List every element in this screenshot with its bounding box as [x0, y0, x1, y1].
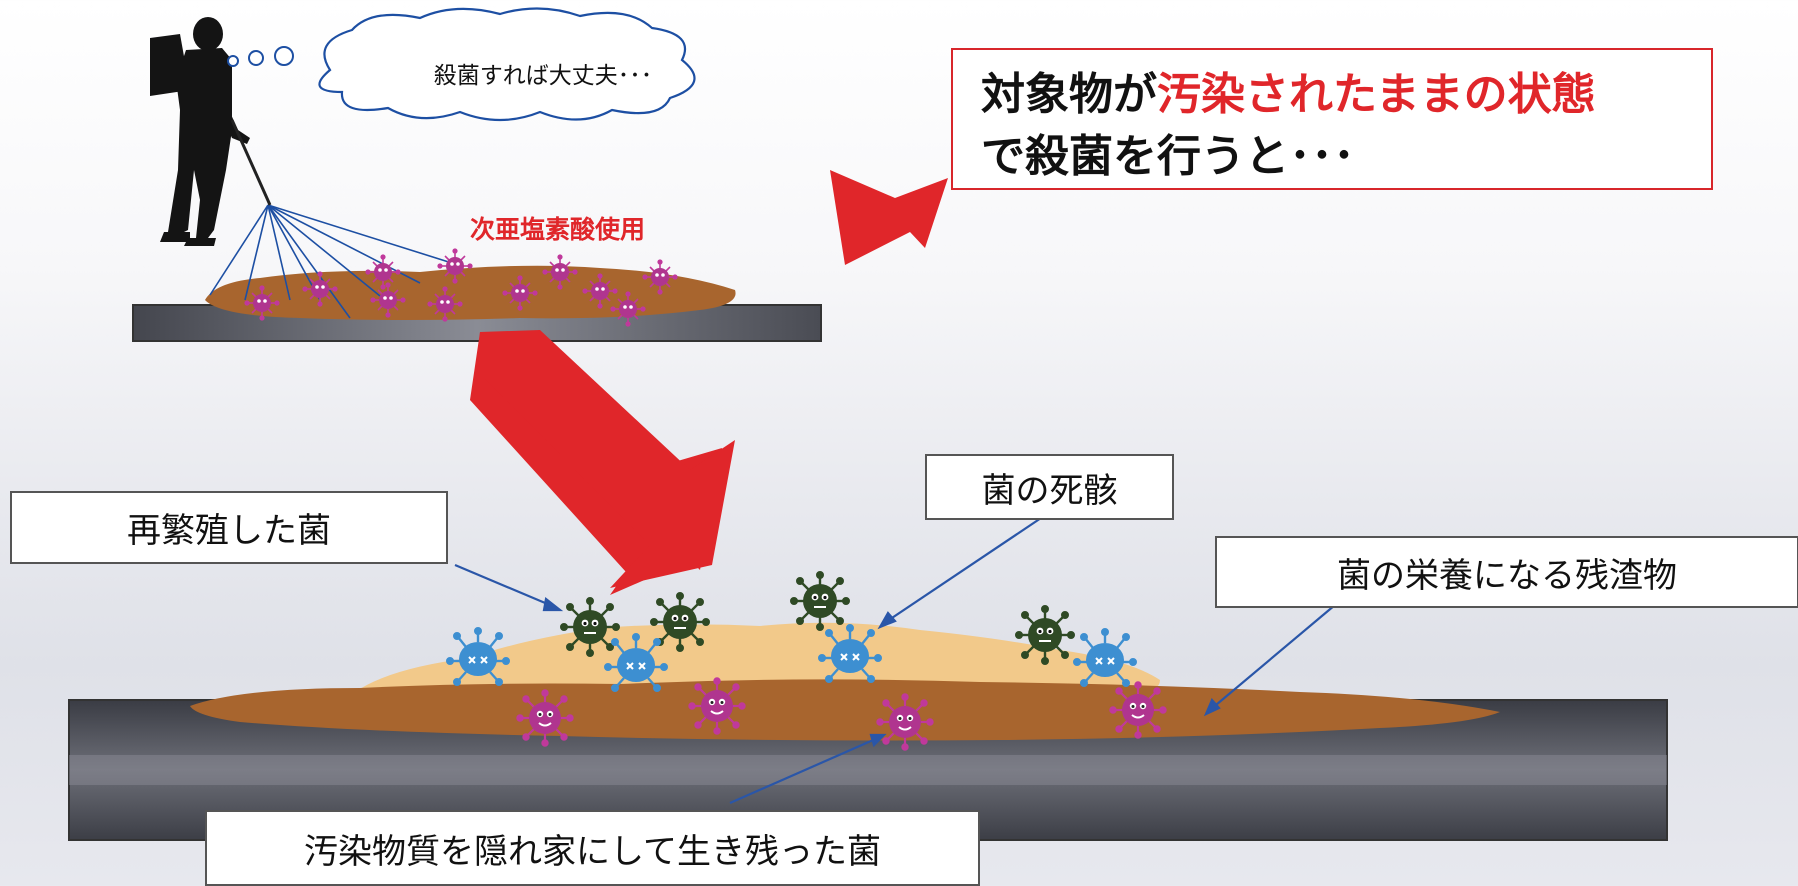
title-highlight: 汚染されたままの状態	[1157, 69, 1596, 120]
slab-highlight	[69, 755, 1667, 785]
chemical-label: 次亜塩素酸使用	[470, 215, 646, 244]
contaminant-dirt-layer	[190, 679, 1500, 741]
spray-lines	[209, 204, 456, 319]
label-survived-text: 汚染物質を隠れ家にして生き残った菌	[304, 831, 881, 872]
thought-bubble	[227, 7, 696, 122]
label-nutrient-residue: 菌の栄養になる残渣物	[1215, 536, 1798, 608]
label-dead-bacteria: 菌の死骸	[925, 454, 1174, 520]
title-box: 対象物が汚染されたままの状態 で殺菌を行うと･･･	[951, 48, 1713, 190]
thought-bubble-text: 殺菌すれば大丈夫･･･	[433, 63, 653, 89]
person-spraying-silhouette	[150, 17, 250, 246]
red-arrow-pointing-left	[830, 170, 948, 265]
top-dirt-layer	[205, 265, 736, 320]
title-line-1-prefix: 対象物が	[981, 69, 1157, 120]
pointer-arrows	[454, 511, 1336, 805]
label-regrown-bacteria: 再繁殖した菌	[10, 491, 448, 564]
title-line-1: 対象物が汚染されたままの状態	[981, 64, 1711, 126]
label-regrown-text: 再繁殖した菌	[127, 511, 331, 551]
label-nutrient-text: 菌の栄養になる残渣物	[1337, 555, 1677, 596]
label-dead-text: 菌の死骸	[981, 470, 1118, 511]
spray-wand	[230, 119, 272, 206]
red-arrow-body	[478, 330, 735, 588]
title-line-2: で殺菌を行うと･･･	[981, 131, 1355, 182]
label-survived-bacteria: 汚染物質を隠れ家にして生き残った菌	[205, 810, 980, 886]
